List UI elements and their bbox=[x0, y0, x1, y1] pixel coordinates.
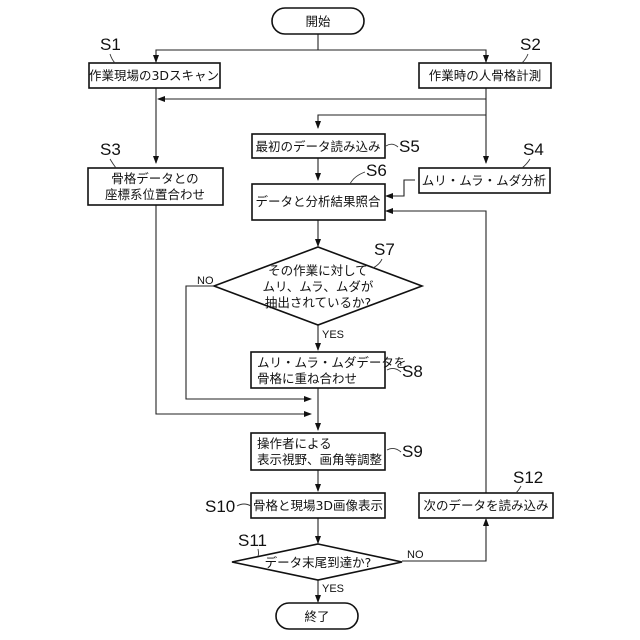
s3-text-line2: 座標系位置合わせ bbox=[105, 187, 205, 202]
connector-s2-to-s5 bbox=[318, 115, 486, 128]
connector-to-s2 bbox=[318, 50, 486, 62]
s8-label: S8 bbox=[402, 362, 423, 381]
start-text: 開始 bbox=[305, 14, 331, 29]
connector-s4-s6 bbox=[386, 180, 415, 196]
end-text: 終了 bbox=[304, 609, 329, 624]
end-terminator: 終了 bbox=[276, 603, 358, 629]
s8-text-line1: ムリ・ムラ・ムダデータを bbox=[257, 355, 406, 370]
s3-label: S3 bbox=[100, 140, 121, 159]
connector-to-s1 bbox=[156, 50, 318, 62]
s12-label: S12 bbox=[513, 468, 543, 487]
s8-text-line2: 骨格に重ね合わせ bbox=[257, 371, 357, 386]
s11-label: S11 bbox=[238, 531, 267, 550]
s7-no-label: NO bbox=[197, 275, 214, 287]
s4-label: S4 bbox=[523, 140, 544, 159]
step-s1: 作業現場の3Dスキャン bbox=[89, 63, 220, 88]
step-s8: ムリ・ムラ・ムダデータを 骨格に重ね合わせ bbox=[251, 352, 406, 388]
s4-text: ムリ・ムラ・ムダ分析 bbox=[422, 173, 546, 188]
s7-text-line2: ムリ、ムラ、ムダが bbox=[263, 279, 374, 294]
s6-text: データと分析結果照合 bbox=[255, 194, 381, 209]
s5-text: 最初のデータ読み込み bbox=[255, 139, 380, 154]
s6-label: S6 bbox=[366, 161, 387, 180]
s9-text-line2: 表示視野、画角等調整 bbox=[257, 452, 383, 467]
step-s6: データと分析結果照合 bbox=[252, 184, 385, 220]
s11-no-label: NO bbox=[407, 549, 424, 561]
s9-label: S9 bbox=[402, 442, 423, 461]
s2-text: 作業時の人骨格計測 bbox=[429, 68, 542, 83]
step-s10: 骨格と現場3D画像表示 bbox=[251, 493, 385, 518]
step-s12: 次のデータを読み込み bbox=[419, 493, 553, 518]
s1-label: S1 bbox=[100, 35, 121, 54]
s11-yes-label: YES bbox=[322, 583, 344, 595]
connector-s12-s6 bbox=[386, 211, 486, 493]
s9-text-line1: 操作者による bbox=[257, 436, 332, 451]
s7-yes-label: YES bbox=[322, 329, 344, 341]
step-s4: ムリ・ムラ・ムダ分析 bbox=[419, 168, 550, 193]
s5-label: S5 bbox=[399, 137, 420, 156]
s7-text-line3: 抽出されているか? bbox=[265, 295, 371, 310]
s7-text-line1: その作業に対して bbox=[268, 263, 368, 278]
start-terminator: 開始 bbox=[272, 8, 364, 34]
s1-text: 作業現場の3Dスキャン bbox=[89, 68, 219, 83]
step-s9: 操作者による 表示視野、画角等調整 bbox=[251, 433, 385, 470]
step-s3: 骨格データとの 座標系位置合わせ bbox=[88, 168, 223, 205]
s12-text: 次のデータを読み込み bbox=[423, 498, 548, 513]
s11-text: データ末尾到達か? bbox=[265, 555, 372, 570]
s2-label: S2 bbox=[520, 35, 541, 54]
s10-text: 骨格と現場3D画像表示 bbox=[253, 498, 383, 513]
s7-label: S7 bbox=[374, 240, 395, 259]
step-s2: 作業時の人骨格計測 bbox=[419, 63, 551, 88]
s3-text-line1: 骨格データとの bbox=[111, 171, 198, 186]
step-s5: 最初のデータ読み込み bbox=[252, 134, 385, 158]
s10-label: S10 bbox=[205, 497, 235, 516]
